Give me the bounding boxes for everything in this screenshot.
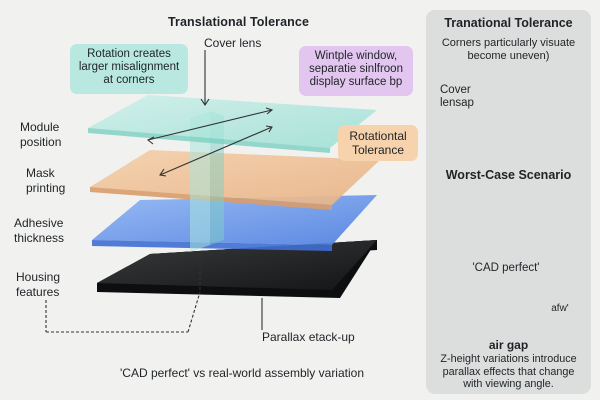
worst-case-title: Worst-Case Scenario <box>445 168 572 182</box>
side-panel <box>426 10 591 394</box>
caption: 'CAD perfect' vs real-world assembly var… <box>120 366 364 380</box>
z-height-text: Z-height variations introduce parallax e… <box>440 353 577 390</box>
alignment-arrows <box>45 50 274 333</box>
cover-lens-label: Cover lens <box>204 36 262 50</box>
air-gap-label: air gap <box>488 338 529 352</box>
housing-features-label: Housing features <box>16 270 61 299</box>
window-bubble: Wintple window, separatie sinlfroon disp… <box>299 46 413 96</box>
alignment-pillar <box>190 111 224 252</box>
adhesive-thickness-label: Adhesive thickness <box>14 216 65 245</box>
translational-text: Corners particularly visuate become unev… <box>441 37 576 62</box>
rotational-tolerance-badge: Rotationtal Tolerance <box>338 125 418 161</box>
cover-lens-side-label: Cover lensap <box>440 84 474 109</box>
cover-lens-layer <box>88 95 377 153</box>
rotation-bubble: Rotation creates larger misalignment at … <box>70 44 188 94</box>
mask-printing-label: Mask printing <box>26 166 66 195</box>
measure-label: afw' <box>551 303 569 314</box>
parallax-label: Parallax etack-up <box>262 330 355 344</box>
adhesive-layer <box>92 195 377 251</box>
main-title: Translational Tolerance <box>168 15 310 29</box>
module-position-label: Module position <box>20 120 62 149</box>
translational-title: Tranational Tolerance <box>444 16 573 30</box>
cad-perfect-label: 'CAD perfect' <box>472 262 540 274</box>
